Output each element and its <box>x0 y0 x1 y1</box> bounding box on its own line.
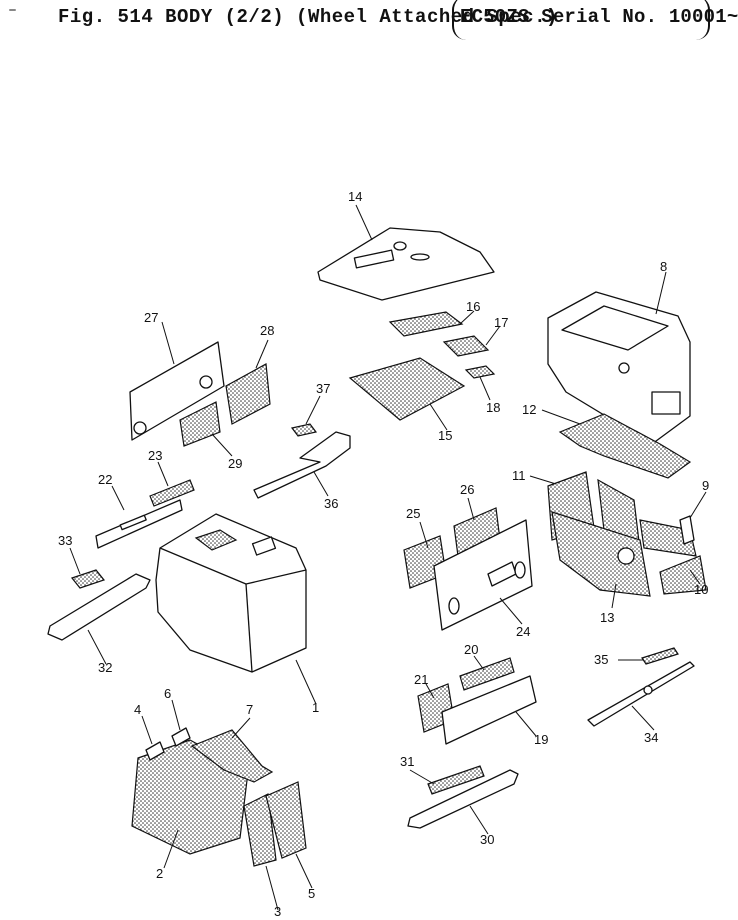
figure-header: – Fig. 514 BODY (2/2) (Wheel Attached Sp… <box>0 0 738 44</box>
header-dash: – <box>8 2 18 19</box>
part-28-pad <box>225 363 271 425</box>
callout-10: 10 <box>694 582 708 597</box>
callout-24: 24 <box>516 624 530 639</box>
part-19-rear-plate <box>441 675 537 745</box>
serial-bracket: EC50ZS Serial No. 10001~ <box>452 0 738 40</box>
part-13-side-pad <box>551 511 651 597</box>
callout-14: 14 <box>348 189 362 204</box>
part-35-pad <box>641 647 679 665</box>
part-33-pad <box>70 569 106 589</box>
callout-30: 30 <box>480 832 494 847</box>
part-3-side-cover <box>243 793 277 867</box>
callout-34: 34 <box>644 730 658 745</box>
callout-28: 28 <box>260 323 274 338</box>
callout-36: 36 <box>324 496 338 511</box>
callout-8: 8 <box>660 259 667 274</box>
part-17-pad <box>442 335 490 357</box>
figure-title: Fig. 514 BODY (2/2) (Wheel Attached Spec… <box>58 6 558 28</box>
part-8-cab-frame <box>547 291 691 445</box>
part-1-main-hood <box>155 513 307 673</box>
callout-23: 23 <box>148 448 162 463</box>
part-7-pad <box>190 729 274 783</box>
callout-29: 29 <box>228 456 242 471</box>
part-10-pad <box>659 555 707 595</box>
callout-25: 25 <box>406 506 420 521</box>
callout-37: 37 <box>316 381 330 396</box>
part-36-bracket <box>253 431 351 499</box>
part-37-pad <box>290 423 318 437</box>
callout-26: 26 <box>460 482 474 497</box>
part-24-rear-panel <box>433 519 533 631</box>
callout-27: 27 <box>144 310 158 325</box>
part-27-side-panel <box>129 341 225 441</box>
part-20-pad <box>459 657 515 691</box>
callout-15: 15 <box>438 428 452 443</box>
part-16-pad <box>388 311 464 337</box>
part-9-bracket <box>679 515 695 545</box>
exploded-parts-diagram: 14 16 17 18 15 8 12 27 28 29 37 36 <box>47 189 709 919</box>
callout-22: 22 <box>98 472 112 487</box>
callout-13: 13 <box>600 610 614 625</box>
part-29-pad <box>179 401 221 447</box>
callout-2: 2 <box>156 866 163 881</box>
callout-1: 1 <box>312 700 319 715</box>
callout-18: 18 <box>486 400 500 415</box>
callout-16: 16 <box>466 299 480 314</box>
part-4-bracket <box>145 741 165 761</box>
part-34-rod-bracket <box>587 661 695 727</box>
callout-35: 35 <box>594 652 608 667</box>
callout-12: 12 <box>522 402 536 417</box>
part-6-bracket <box>171 727 191 747</box>
callout-7: 7 <box>246 702 253 717</box>
callout-20: 20 <box>464 642 478 657</box>
part-2-front-cover <box>131 739 249 855</box>
callout-5: 5 <box>308 886 315 901</box>
serial-range: EC50ZS Serial No. 10001~ <box>460 6 738 28</box>
callout-32: 32 <box>98 660 112 675</box>
callout-9: 9 <box>702 478 709 493</box>
part-22-plate <box>95 499 183 549</box>
callout-11: 11 <box>512 468 526 483</box>
part-32-floor-bracket <box>47 573 151 641</box>
callout-21: 21 <box>414 672 428 687</box>
callout-4: 4 <box>134 702 141 717</box>
callout-31: 31 <box>400 754 414 769</box>
part-15-pad <box>348 357 466 421</box>
part-14-roof-panel <box>317 227 495 301</box>
part-31-pad <box>427 765 485 795</box>
part-18-pad <box>464 365 496 379</box>
callout-17: 17 <box>494 315 508 330</box>
callout-3: 3 <box>274 904 281 919</box>
callout-33: 33 <box>58 533 72 548</box>
callout-6: 6 <box>164 686 171 701</box>
part-12-floor-plate <box>558 413 692 479</box>
callout-19: 19 <box>534 732 548 747</box>
part-5-side-cover <box>265 781 307 859</box>
part-30-bracket <box>407 769 519 829</box>
part-23-pad <box>149 479 195 507</box>
